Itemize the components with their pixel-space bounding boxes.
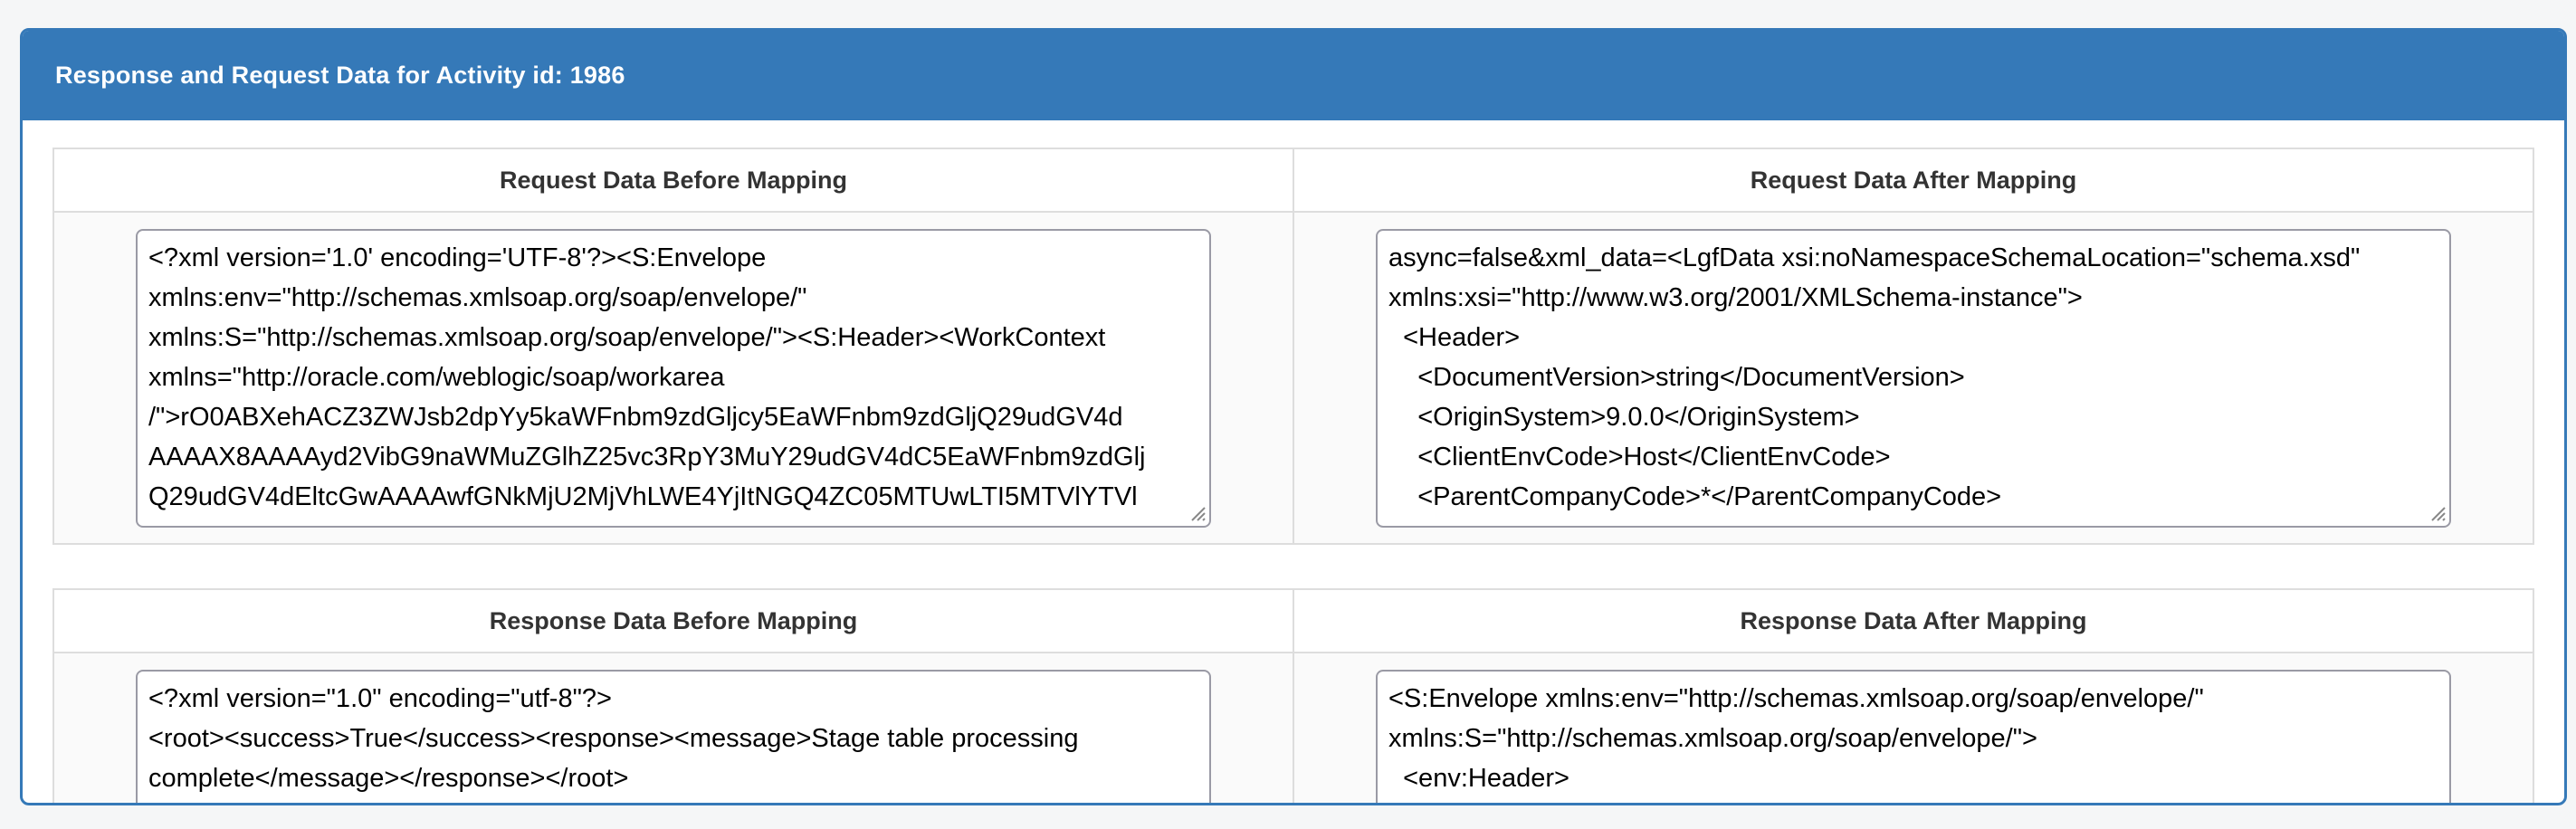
request-before-mapping-textarea[interactable]: <?xml version='1.0' encoding='UTF-8'?><S… [136,229,1211,528]
page-title: Response and Request Data for Activity i… [55,62,625,89]
activity-data-panel: Response and Request Data for Activity i… [20,28,2567,805]
response-data-table: Response Data Before Mapping Response Da… [52,588,2534,803]
request-before-mapping-cell: <?xml version='1.0' encoding='UTF-8'?><S… [52,211,1294,545]
table-body-row: <?xml version="1.0" encoding="utf-8"?> <… [52,652,2534,803]
request-after-mapping-header: Request Data After Mapping [1293,148,2534,213]
response-before-mapping-cell: <?xml version="1.0" encoding="utf-8"?> <… [52,652,1294,803]
table-body-row: <?xml version='1.0' encoding='UTF-8'?><S… [52,211,2534,545]
request-after-mapping-textarea[interactable]: async=false&xml_data=<LgfData xsi:noName… [1376,229,2451,528]
response-after-mapping-header: Response Data After Mapping [1293,588,2534,653]
table-header-row: Response Data Before Mapping Response Da… [52,588,2534,653]
request-after-mapping-cell: async=false&xml_data=<LgfData xsi:noName… [1293,211,2534,545]
response-before-mapping-textarea[interactable]: <?xml version="1.0" encoding="utf-8"?> <… [136,670,1211,803]
request-data-table: Request Data Before Mapping Request Data… [52,148,2534,545]
panel-heading: Response and Request Data for Activity i… [23,31,2564,120]
response-after-mapping-textarea[interactable]: <S:Envelope xmlns:env="http://schemas.xm… [1376,670,2451,803]
table-header-row: Request Data Before Mapping Request Data… [52,148,2534,213]
panel-body: Request Data Before Mapping Request Data… [23,120,2564,803]
request-before-mapping-header: Request Data Before Mapping [52,148,1294,213]
response-after-mapping-cell: <S:Envelope xmlns:env="http://schemas.xm… [1293,652,2534,803]
response-before-mapping-header: Response Data Before Mapping [52,588,1294,653]
